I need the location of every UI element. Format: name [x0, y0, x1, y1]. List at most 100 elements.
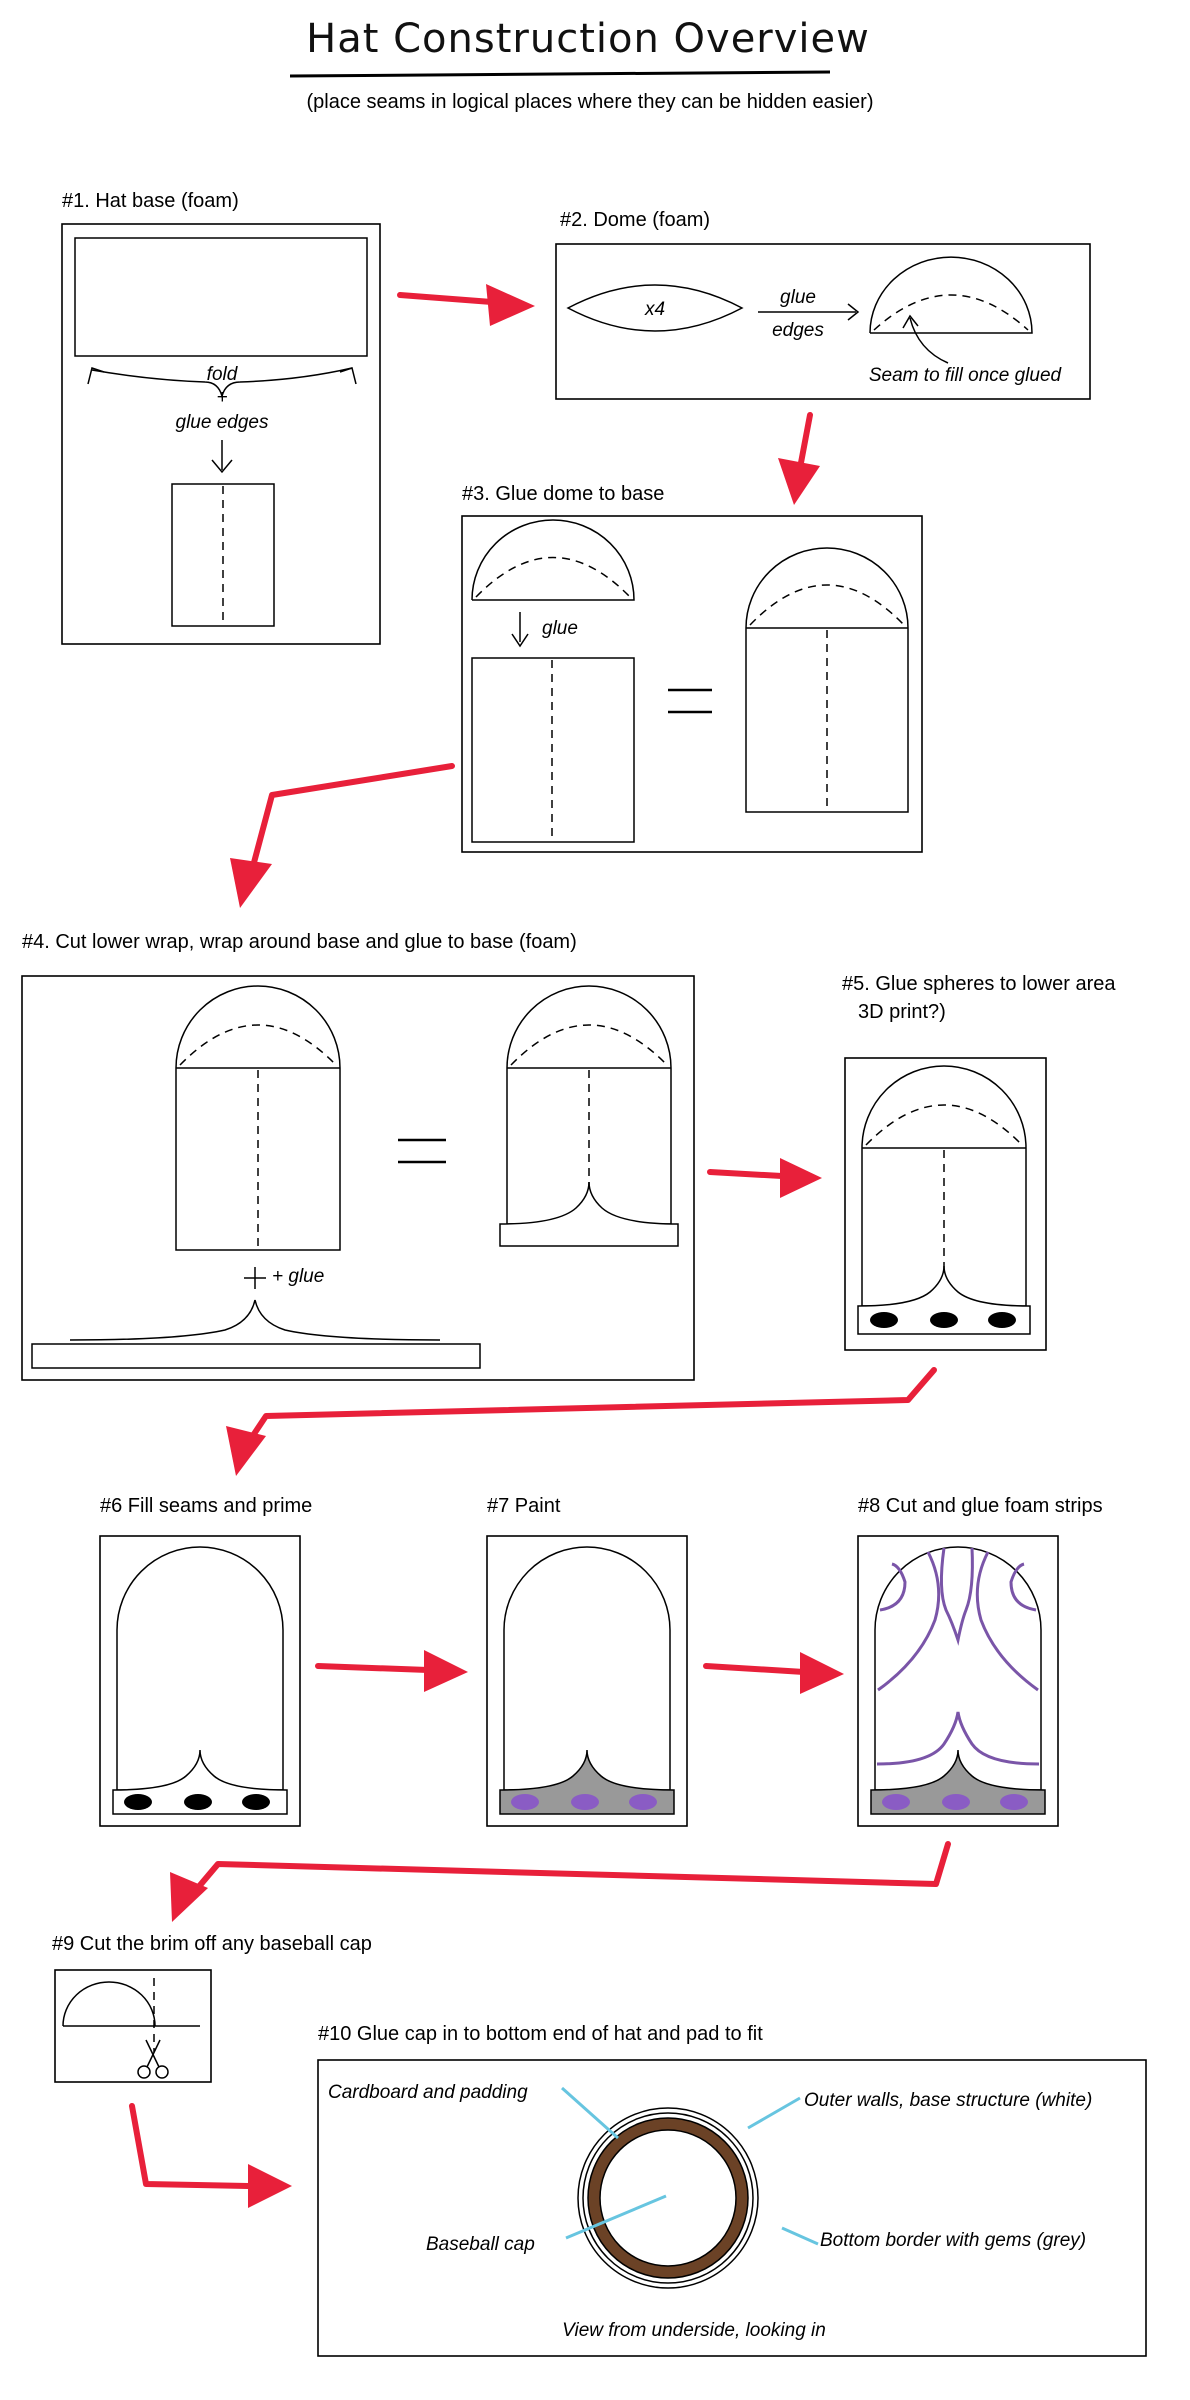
- arrow-down-head-icon: [511, 633, 529, 648]
- sphere-band: [857, 1265, 1031, 1335]
- step-2: #2. Dome (foam) x4 glue edges Seam to fi…: [555, 209, 1091, 400]
- step-10-frame: [317, 2059, 1147, 2357]
- painted-hat: [503, 1546, 671, 1791]
- primed-band: [112, 1749, 288, 1815]
- striped-band: [870, 1749, 1046, 1815]
- step-4-label: #4. Cut lower wrap, wrap around base and…: [22, 931, 577, 953]
- fold-arrow-right-icon: [339, 367, 357, 385]
- arrow-1-to-2: [397, 284, 535, 326]
- striped-gem: [1000, 1794, 1028, 1810]
- step-3-frame: [461, 515, 923, 853]
- page-title: Hat Construction Overview: [306, 16, 870, 62]
- step-4: #4. Cut lower wrap, wrap around base and…: [21, 931, 695, 1381]
- foam-strip: [877, 1551, 941, 1692]
- view-caption: View from underside, looking in: [562, 2320, 826, 2341]
- foam-strip: [975, 1551, 1039, 1692]
- foam-strip: [1009, 1562, 1037, 1612]
- arrow-9-to-10: [129, 2103, 292, 2208]
- painted-gem: [571, 1794, 599, 1810]
- step-10-label: #10 Glue cap in to bottom end of hat and…: [318, 2023, 763, 2045]
- step-5-label-line2: 3D print?): [858, 1001, 946, 1023]
- callout-line-border: [781, 2226, 819, 2246]
- page-subtitle: (place seams in logical places where the…: [307, 91, 874, 113]
- step-8-frame: [857, 1535, 1059, 1827]
- step-8: #8 Cut and glue foam strips: [857, 1495, 1103, 1827]
- striped-gem: [882, 1794, 910, 1810]
- foam-strip: [939, 1547, 974, 1646]
- step-5: #5. Glue spheres to lower area 3D print?…: [842, 973, 1116, 1351]
- callout-cardboard: Cardboard and padding: [328, 2082, 528, 2103]
- step-7: #7 Paint: [486, 1495, 688, 1827]
- step-1-label: #1. Hat base (foam): [62, 190, 239, 212]
- step-1: #1. Hat base (foam) fold + glue edges: [61, 190, 381, 645]
- combined-hat: [745, 547, 909, 813]
- seam-pointer-head-icon: [902, 314, 919, 329]
- foam-strip: [879, 1562, 907, 1612]
- painted-gem: [511, 1794, 539, 1810]
- baseball-cap-opening: [599, 2129, 737, 2267]
- striped-gem: [942, 1794, 970, 1810]
- step-6-label: #6 Fill seams and prime: [100, 1495, 312, 1517]
- dome-panel: [566, 284, 744, 332]
- step-5-label: #5. Glue spheres to lower area: [842, 973, 1116, 995]
- dome-shape: [869, 256, 1033, 334]
- sphere-gem: [988, 1312, 1016, 1328]
- primed-gem: [184, 1794, 212, 1810]
- callout-outer-wall: Outer walls, base structure (white): [804, 2090, 1092, 2111]
- header: Hat Construction Overview (place seams i…: [289, 16, 874, 113]
- scissors-icon: [137, 2039, 169, 2079]
- dome-piece-seam: [475, 556, 631, 598]
- hat-with-spheres: [861, 1065, 1027, 1307]
- step-2-frame: [555, 243, 1091, 400]
- base-piece: [471, 657, 635, 843]
- arrow-5-to-6: [226, 1367, 937, 1476]
- sphere-gem: [870, 1312, 898, 1328]
- step-6: #6 Fill seams and prime: [99, 1495, 312, 1827]
- callout-baseball-cap: Baseball cap: [426, 2234, 535, 2255]
- plus-note: +: [216, 387, 227, 408]
- fold-brace: [91, 367, 353, 399]
- arrow-2-to-3: [778, 412, 820, 505]
- callout-bottom-border: Bottom border with gems (grey): [820, 2230, 1086, 2251]
- step-10: #10 Glue cap in to bottom end of hat and…: [317, 2023, 1147, 2357]
- step-6-frame: [99, 1535, 301, 1827]
- step-1-frame: [61, 223, 381, 645]
- step-9-label: #9 Cut the brim off any baseball cap: [52, 1933, 372, 1955]
- seam-pointer: [909, 317, 949, 364]
- primed-gem: [124, 1794, 152, 1810]
- primed-hat: [116, 1546, 284, 1791]
- fold-arrow-left-icon: [87, 367, 105, 385]
- painted-band: [499, 1749, 675, 1815]
- step-5-frame: [844, 1057, 1047, 1351]
- fold-note: fold: [207, 364, 239, 385]
- hat-before-dome-seam: [179, 1024, 337, 1066]
- step-7-frame: [486, 1535, 688, 1827]
- step-8-label: #8 Cut and glue foam strips: [858, 1495, 1103, 1517]
- hat-after-wrap: [506, 985, 672, 1225]
- lower-wrap-strip: [31, 1343, 481, 1369]
- arrow-down-head-icon: [211, 459, 233, 474]
- hat-before-wrap: [175, 985, 341, 1251]
- hat-with-spheres-dome-seam: [865, 1104, 1023, 1146]
- callout-line-outer-wall: [747, 2096, 801, 2130]
- glue-note: glue: [780, 287, 816, 308]
- glue-note: glue: [542, 618, 578, 639]
- cap-crown: [62, 1981, 156, 2027]
- primed-gem: [242, 1794, 270, 1810]
- step-9: #9 Cut the brim off any baseball cap: [52, 1933, 372, 2083]
- wrap-band: [499, 1181, 679, 1247]
- title-underline: [289, 70, 831, 78]
- folded-base: [171, 483, 275, 627]
- sphere-gem: [930, 1312, 958, 1328]
- dome-piece: [471, 519, 635, 601]
- glue-arrow-head-icon: [847, 303, 860, 321]
- foam-strip: [876, 1711, 1040, 1766]
- dome-seam: [873, 294, 1029, 331]
- foam-sheet: [74, 237, 368, 357]
- step-7-label: #7 Paint: [487, 1495, 561, 1517]
- step-2-label: #2. Dome (foam): [560, 209, 710, 231]
- painted-gem: [629, 1794, 657, 1810]
- wrap-brace: [69, 1299, 441, 1341]
- striped-hat: [874, 1546, 1042, 1791]
